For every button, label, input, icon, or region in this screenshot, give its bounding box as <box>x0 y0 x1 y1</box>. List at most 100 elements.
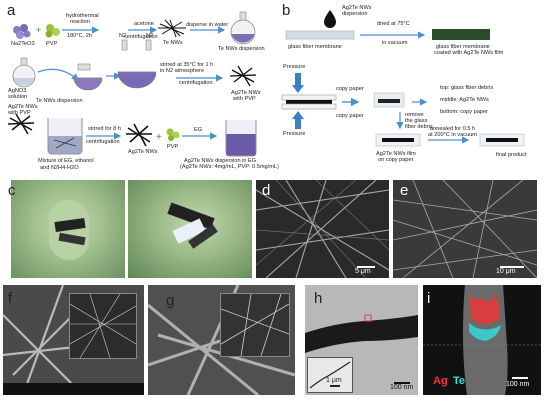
ag2te-pvp-label-2b: with PVP <box>8 110 31 116</box>
plus-icon-2: + <box>156 132 162 143</box>
glass-fiber-label: glass fiber membrane <box>288 44 342 50</box>
layered-film-icon <box>373 92 405 108</box>
scale-bar-i <box>512 377 528 379</box>
beaker-icon <box>47 118 83 155</box>
te-nws-label: Te NWs <box>163 40 183 46</box>
flexible-film-photo-2 <box>128 180 252 278</box>
n2-label-b: N2 <box>146 33 154 39</box>
eg-dispersion-beaker-icon <box>225 120 257 157</box>
ag2te-dispersion-label-2: dispersion <box>342 11 368 17</box>
remove-label-2: the glass <box>405 118 428 124</box>
sem-inset-g <box>220 293 290 357</box>
pvp-label: PVP <box>46 41 58 47</box>
te-nanowires-icon <box>158 19 186 38</box>
coated-label-2: coated with Ag2Te NWs film <box>434 50 504 56</box>
sem-inset-f <box>69 293 137 359</box>
ag2te-dispersion-label-1: Ag2Te NWs <box>342 5 372 11</box>
ag2te-nws-icon <box>126 123 152 147</box>
panel-label-b: b <box>282 2 291 19</box>
ag2te-pvp-label-1a: Ag2Te NWs <box>231 90 261 96</box>
plus-icon: + <box>36 25 41 35</box>
film-on-paper-label-1: Ag2Te NWs film <box>376 151 416 157</box>
tem-image-h <box>305 285 418 395</box>
dried-label-2: in vacuum <box>382 40 408 46</box>
ag2te-pvp-label-2a: Ag2Te NWs <box>8 104 38 110</box>
hydrothermal-label-2: reaction <box>70 19 90 25</box>
eds-map-i <box>423 285 541 395</box>
panel-label-h: h <box>314 290 323 307</box>
eg-dispersion-label-1: Ag2Te NWs dispersion in EG <box>184 158 257 164</box>
stirred8-label: stirred for 8 h <box>88 126 121 132</box>
n2-label-a: N2 <box>119 33 127 39</box>
mixture-label-1: Mixture of EG, ethanol <box>38 158 94 164</box>
disperse-label: disperse in water <box>186 22 229 28</box>
middle-layer-label: middle: Ag2Te NWs <box>440 97 489 103</box>
scale-label-i: 100 nm <box>506 381 530 388</box>
hydrothermal-label-3: 180°C, 2h <box>67 33 92 39</box>
scale-label-e: 10 μm <box>496 268 516 275</box>
film-on-paper-label-2: on copy paper <box>378 157 414 163</box>
pvp-powder-icon-2 <box>166 128 180 141</box>
acetone-label: acetone <box>134 21 154 27</box>
tellurite-powder-icon <box>13 24 31 39</box>
ag2te-pvp-wires-icon <box>229 65 257 87</box>
panel-label-d: d <box>262 182 271 199</box>
remove-label-3: fiber debris <box>405 124 433 130</box>
panel-label-a: a <box>7 2 16 19</box>
coated-label-1: glass fiber membrane <box>436 44 490 50</box>
scale-bar-h-inset <box>330 385 340 387</box>
sem-image-g <box>148 285 295 395</box>
dispersion-droplet-icon <box>324 10 336 28</box>
remove-label-1: remove <box>405 112 424 118</box>
agno3-label-2: solution <box>8 94 28 100</box>
pressure-top-label: Pressure <box>283 64 306 70</box>
na2teo3-label: Na2TeO3 <box>11 41 35 47</box>
te-dispersion-label-2: Te NWs dispersion <box>36 98 83 104</box>
copy-paper-bottom-label: copy paper <box>336 113 364 119</box>
flexible-film-photo-1 <box>11 180 125 278</box>
panel-a-schematic: + <box>7 11 257 157</box>
final-product-label: final product <box>496 152 527 158</box>
panel-label-f: f <box>8 290 13 307</box>
centrifugation-label-1: centrifugation <box>124 34 158 40</box>
scale-bar-d <box>357 266 375 268</box>
bottom-layer-label: bottom: copy paper <box>440 109 488 115</box>
annealed-label-1: annealed for 0.5 h <box>430 126 476 132</box>
pressure-top-arrow-icon <box>292 73 304 93</box>
sem-image-e <box>393 180 537 278</box>
eds-legend-ag: Ag <box>433 375 448 387</box>
sem-image-d <box>256 180 389 278</box>
stirred-label-2: in N2 atmosphere <box>160 68 205 74</box>
reaction-flask-n2-icon <box>117 39 157 89</box>
scale-label-d: 5 μm <box>355 268 371 275</box>
ag2te-pvp-wires-icon-2 <box>7 113 35 135</box>
te-dispersion-flask-icon <box>230 11 256 45</box>
agno3-label-1: AgNO3 <box>8 88 27 94</box>
scale-bar-e <box>500 266 524 268</box>
panel-label-g: g <box>166 292 175 309</box>
annealed-label-2: at 200°C in vacuum <box>428 132 477 138</box>
glass-fiber-membrane-icon <box>285 30 355 40</box>
final-product-icon <box>479 133 525 147</box>
sem-image-f <box>3 285 144 395</box>
stirred-label-1: stirred at 35°C for 1 h <box>160 62 214 68</box>
pressure-bottom-arrow-icon <box>292 111 304 129</box>
coated-membrane-icon <box>432 29 490 40</box>
agno3-flask-icon <box>12 57 36 88</box>
panel-label-e: e <box>400 182 409 199</box>
pvp-powder-icon <box>45 24 60 38</box>
dried-label-1: dried at 75°C <box>377 21 410 27</box>
pressure-bottom-label: Pressure <box>283 131 306 137</box>
hydrothermal-label-1: hydrothermal <box>66 13 99 19</box>
film-on-paper-icon <box>375 133 421 147</box>
eg-dispersion-label-2: (Ag2Te NWs: 4mg/mL, PVP: 0.5mg/mL) <box>180 164 279 170</box>
top-layer-label: top: glass fiber debris <box>440 85 494 91</box>
eg-label: EG <box>194 127 203 133</box>
panel-label-c: c <box>8 182 16 199</box>
panel-label-i: i <box>427 290 431 307</box>
te-dispersion-label-1: Te NWs dispersion <box>218 46 265 52</box>
scale-label-h-inset: 1 μm <box>326 377 342 384</box>
ag2te-pvp-label-1b: with PVP <box>233 96 256 102</box>
copy-paper-top-label: copy paper <box>336 86 364 92</box>
panel-b-schematic <box>281 10 525 147</box>
